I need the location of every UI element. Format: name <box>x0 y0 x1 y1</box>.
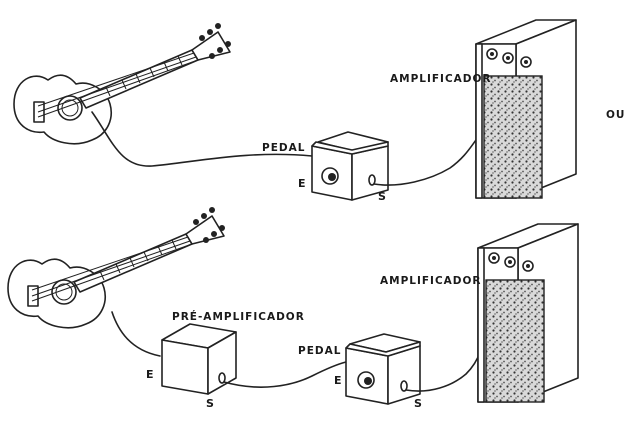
preamp-input-label: E <box>146 368 154 381</box>
pedal-output-label: S <box>414 397 422 410</box>
guitar-icon <box>7 206 226 329</box>
amplifier-icon <box>475 19 577 199</box>
pedal-label: PEDAL <box>262 142 305 154</box>
jack-icon <box>218 372 226 384</box>
pedal-box <box>311 131 389 201</box>
amp-label: AMPLIFICADOR <box>380 275 482 287</box>
cable-pedal-to-amp <box>373 139 477 186</box>
preamp-label: PRÉ-AMPLIFICADOR <box>172 310 305 323</box>
or-label: OU <box>606 109 625 121</box>
pedal-box <box>345 333 421 405</box>
top-chain: AMPLIFICADOR PEDAL E S OU <box>13 19 625 203</box>
cable-preamp-to-pedal <box>223 361 347 388</box>
cable-guitar-to-preamp <box>111 311 161 357</box>
amplifier-icon <box>477 223 579 403</box>
pedal-output-label: S <box>378 190 386 203</box>
bottom-chain: AMPLIFICADOR PRÉ-AMPLIFICADOR E S PEDAL … <box>7 206 579 410</box>
preamp-output-label: S <box>206 397 214 410</box>
pedal-input-label: E <box>298 177 306 190</box>
pedal-label: PEDAL <box>298 345 341 357</box>
jack-icon <box>400 380 408 392</box>
preamp-box <box>161 323 237 395</box>
guitar-icon <box>13 22 232 145</box>
jack-icon <box>368 174 376 186</box>
amp-label: AMPLIFICADOR <box>390 73 492 85</box>
pedal-input-label: E <box>334 374 342 387</box>
cable-guitar-to-pedal <box>91 111 313 167</box>
